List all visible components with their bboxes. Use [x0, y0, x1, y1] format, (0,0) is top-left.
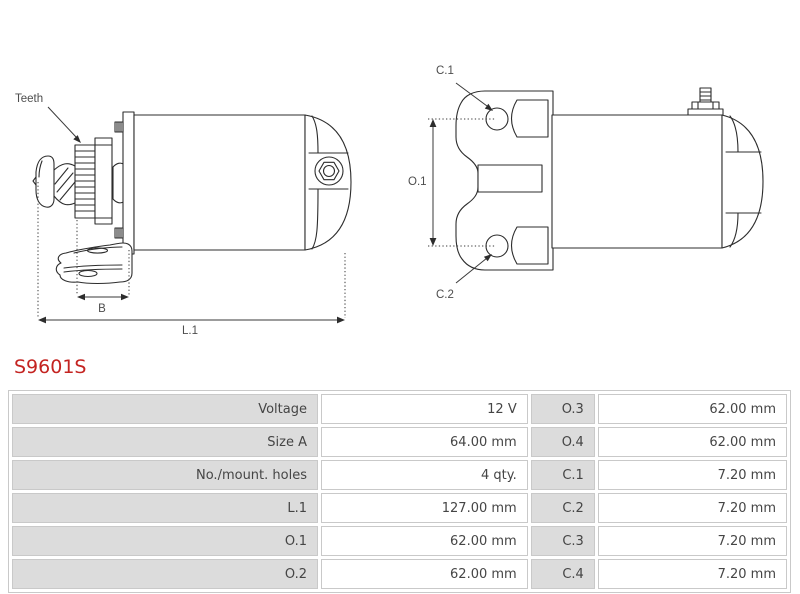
spec-label: O.1: [12, 526, 318, 556]
spec-value: 12 V: [320, 394, 528, 424]
spec-value: 62.00 mm: [320, 526, 528, 556]
spec-value: 64.00 mm: [320, 427, 528, 457]
spec-value: 127.00 mm: [320, 493, 528, 523]
specification-table: Voltage 12 V O.3 62.00 mm Size A 64.00 m…: [8, 390, 791, 593]
spec-label: C.3: [530, 526, 595, 556]
spec-label: Voltage: [12, 394, 318, 424]
table-row: Size A 64.00 mm O.4 62.00 mm: [12, 427, 787, 457]
spec-value: 62.00 mm: [320, 559, 528, 589]
dim-l1-label: L.1: [182, 325, 198, 337]
terminal-stud: [687, 87, 724, 116]
technical-drawing-side-view: Teeth B L.1: [15, 93, 352, 337]
motor-body: [551, 114, 723, 249]
table-row: Voltage 12 V O.3 62.00 mm: [12, 394, 787, 424]
spec-value: 7.20 mm: [597, 526, 787, 556]
hex-bolt: [314, 156, 344, 186]
spec-value: 62.00 mm: [597, 394, 787, 424]
spec-label: O.4: [530, 427, 595, 457]
flange-notch-bottom: [510, 226, 549, 265]
flange-window: [477, 164, 543, 193]
spec-value: 62.00 mm: [597, 427, 787, 457]
front-plate: [122, 111, 135, 255]
through-bolt-studs: [114, 121, 124, 239]
spec-label: C.1: [530, 460, 595, 490]
c2-arrow: [455, 254, 492, 284]
table-row: O.1 62.00 mm C.3 7.20 mm: [12, 526, 787, 556]
mounting-bracket: [55, 242, 133, 285]
c1-label: C.1: [436, 65, 454, 77]
dimension-o1: O.1: [408, 119, 437, 246]
gear-collar: [94, 137, 113, 225]
dimension-b: B: [77, 293, 129, 315]
dim-o1-label: O.1: [408, 176, 427, 188]
table-row: L.1 127.00 mm C.2 7.20 mm: [12, 493, 787, 523]
motor-body: [133, 114, 306, 251]
spec-value: 4 qty.: [320, 460, 528, 490]
c1-arrow: [455, 82, 493, 111]
dimension-l1: L.1: [38, 316, 345, 337]
table-row: O.2 62.00 mm C.4 7.20 mm: [12, 559, 787, 589]
spec-value: 7.20 mm: [597, 559, 787, 589]
spec-value: 7.20 mm: [597, 460, 787, 490]
spec-label: L.1: [12, 493, 318, 523]
shaft-end-cap: [35, 155, 55, 208]
technical-drawing-flange-view: O.1 C.1 C.2: [408, 65, 764, 301]
dim-b-label: B: [98, 303, 106, 315]
teeth-arrow: [47, 106, 81, 143]
spec-label: No./mount. holes: [12, 460, 318, 490]
spec-label: O.3: [530, 394, 595, 424]
spec-value: 7.20 mm: [597, 493, 787, 523]
spec-label: C.4: [530, 559, 595, 589]
c2-label: C.2: [436, 289, 454, 301]
teeth-label: Teeth: [15, 93, 43, 105]
part-number-title: S9601S: [14, 356, 87, 378]
flange-notch-top: [510, 99, 549, 138]
end-cap: [721, 114, 764, 249]
spec-label: C.2: [530, 493, 595, 523]
table-row: No./mount. holes 4 qty. C.1 7.20 mm: [12, 460, 787, 490]
spec-label: O.2: [12, 559, 318, 589]
spec-label: Size A: [12, 427, 318, 457]
